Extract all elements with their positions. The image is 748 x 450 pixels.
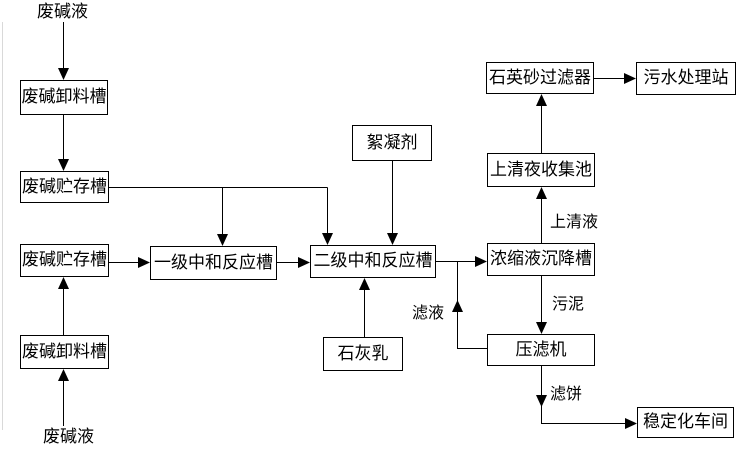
label-supernatant: 上清液 [550, 212, 599, 231]
node-sewage-treatment-station: 污水处理站 [636, 62, 736, 95]
label-waste-alkali-bottom: 废碱液 [43, 427, 94, 447]
line-filtrate-return [452, 261, 487, 349]
node-storage-tank-1: 废碱贮存槽 [20, 171, 109, 203]
node-quartz-sand-filter: 石英砂过滤器 [486, 62, 594, 94]
node-secondary-neutralization-tank: 二级中和反应槽 [310, 245, 436, 278]
label-sludge: 污泥 [552, 294, 585, 313]
node-storage-tank-2: 废碱贮存槽 [20, 244, 109, 277]
line-press-to-stabilization [536, 366, 637, 429]
branch-storage1-to-reactors [109, 187, 333, 246]
node-supernatant-collection-pool: 上清夜收集池 [487, 153, 595, 187]
node-concentrate-settling-tank: 浓缩液沉降槽 [487, 243, 595, 276]
label-filtrate: 滤液 [412, 303, 445, 322]
label-filter-cake: 滤饼 [550, 384, 583, 403]
label-waste-alkali-top: 废碱液 [37, 2, 88, 22]
node-lime-milk: 石灰乳 [323, 337, 403, 371]
node-primary-neutralization-tank: 一级中和反应槽 [150, 246, 277, 280]
node-unload-tank-top: 废碱卸料槽 [20, 80, 108, 115]
node-unload-tank-bottom: 废碱卸料槽 [20, 335, 109, 369]
node-stabilization-workshop: 稳定化车间 [637, 407, 734, 438]
node-filter-press: 压滤机 [487, 334, 595, 366]
node-flocculant: 絮凝剂 [352, 125, 432, 161]
